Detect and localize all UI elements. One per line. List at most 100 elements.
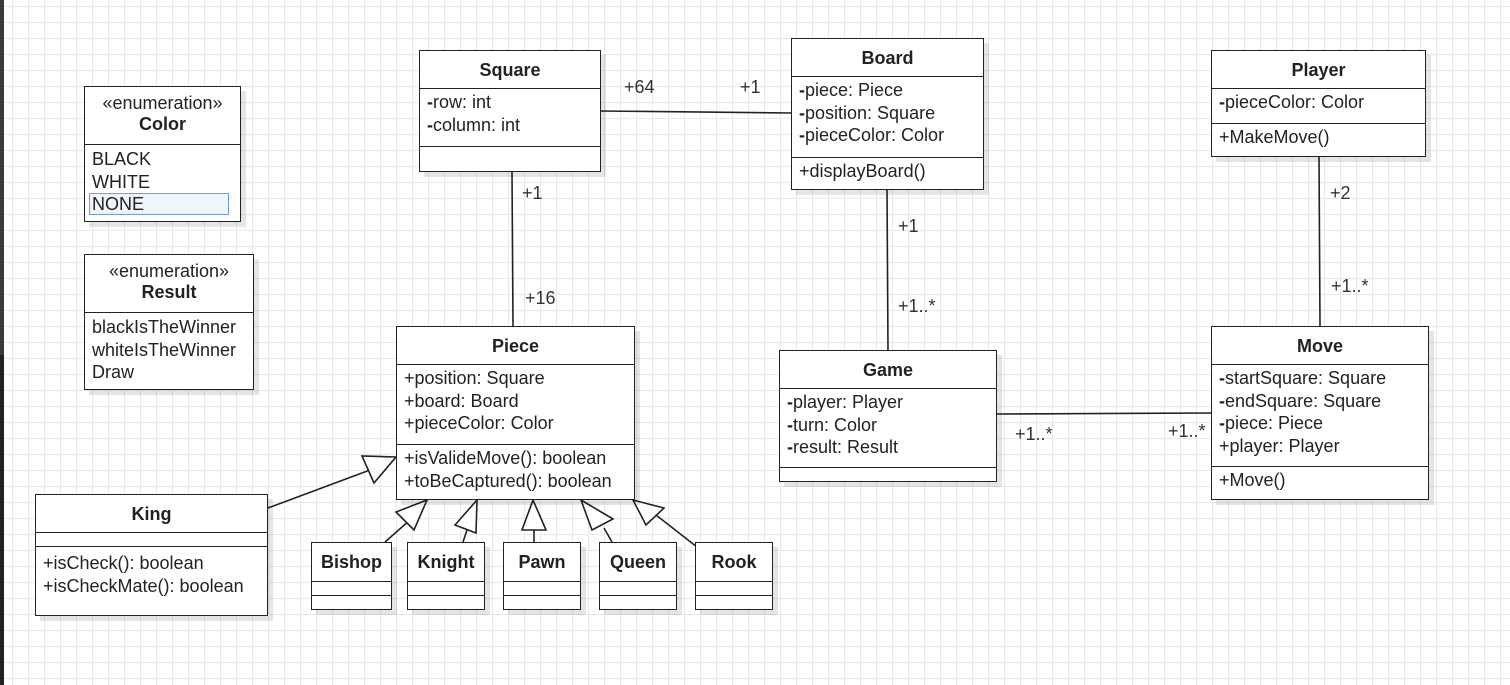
operation-row[interactable]: +MakeMove()	[1219, 127, 1330, 147]
multiplicity-label[interactable]: +1	[740, 77, 761, 97]
attribute-row[interactable]: -pieceColor: Color	[1219, 92, 1365, 112]
enum-color[interactable]: «enumeration» Color BLACK WHITE NONE	[84, 86, 241, 222]
class-rook-attributes	[696, 582, 772, 596]
class-king-operations: +isCheck(): boolean +isCheckMate(): bool…	[36, 547, 267, 600]
class-pawn[interactable]: Pawn	[503, 542, 581, 610]
generalization-queen-piece[interactable]	[603, 527, 613, 543]
enum-result[interactable]: «enumeration» Result blackIsTheWinner wh…	[84, 254, 254, 390]
multiplicity-label[interactable]: +1	[522, 183, 543, 203]
attribute-row[interactable]: -endSquare: Square	[1219, 390, 1382, 411]
class-game[interactable]: Game -player: Player -turn: Color -resul…	[779, 350, 997, 482]
class-knight-attributes	[408, 582, 484, 596]
class-piece[interactable]: Piece +position: Square +board: Board +p…	[396, 326, 635, 500]
class-piece-title: Piece	[491, 336, 540, 356]
multiplicity-label[interactable]: +64	[624, 77, 655, 97]
multiplicity-label[interactable]: +1..*	[898, 296, 936, 316]
generalization-knight-piece[interactable]	[462, 529, 468, 543]
class-player-operations: +MakeMove()	[1212, 124, 1425, 152]
attribute-row[interactable]: -pieceColor: Color	[799, 125, 945, 145]
multiplicity-label[interactable]: +1..*	[1015, 424, 1053, 444]
attribute-row[interactable]: -piece: Piece	[799, 80, 904, 100]
class-game-attributes: -player: Player -turn: Color -result: Re…	[780, 389, 996, 468]
class-rook-title: Rook	[711, 552, 757, 572]
class-board[interactable]: Board -piece: Piece -position: Square -p…	[791, 38, 984, 190]
attribute-row[interactable]: +board: Board	[404, 390, 519, 411]
generalization-king-piece[interactable]	[267, 469, 371, 509]
association-square-board[interactable]	[600, 110, 792, 114]
class-king-title: King	[131, 504, 172, 524]
class-king-header: King	[36, 495, 267, 533]
class-bishop[interactable]: Bishop	[311, 542, 392, 610]
operation-row[interactable]: +isValideMove(): boolean	[404, 448, 607, 468]
enum-color-title: Color	[139, 114, 186, 134]
attribute-row[interactable]: +pieceColor: Color	[404, 413, 554, 433]
enum-color-header: «enumeration» Color	[85, 87, 240, 145]
enum-result-literals: blackIsTheWinner whiteIsTheWinner Draw	[85, 313, 253, 384]
class-queen-header: Queen	[600, 543, 676, 582]
class-game-title: Game	[862, 360, 914, 380]
multiplicity-label[interactable]: +2	[1330, 183, 1351, 203]
class-queen-title: Queen	[609, 552, 666, 572]
class-queen-attributes	[600, 582, 676, 596]
association-game-move[interactable]	[996, 412, 1212, 415]
enum-literal[interactable]: BLACK	[92, 149, 152, 169]
enum-literal[interactable]: whiteIsTheWinner	[92, 339, 237, 360]
class-bishop-attributes	[312, 582, 391, 596]
attribute-row[interactable]: +position: Square	[404, 368, 545, 388]
enum-result-stereotype: «enumeration»	[108, 261, 230, 281]
class-player[interactable]: Player -pieceColor: Color +MakeMove()	[1211, 50, 1426, 157]
association-board-game[interactable]	[886, 189, 889, 351]
operation-row[interactable]: +isCheck(): boolean	[43, 553, 204, 573]
generalization-rook-piece[interactable]	[655, 514, 698, 548]
enum-literal[interactable]: WHITE	[92, 171, 150, 192]
attribute-row[interactable]: -turn: Color	[787, 414, 878, 435]
operation-row[interactable]: +Move()	[1219, 470, 1286, 490]
class-queen[interactable]: Queen	[599, 542, 677, 610]
enum-literal[interactable]: blackIsTheWinner	[92, 317, 237, 337]
generalization-arrowhead-rook	[631, 498, 666, 527]
multiplicity-label[interactable]: +1	[898, 216, 919, 236]
class-knight-header: Knight	[408, 543, 484, 582]
attribute-row[interactable]: -startSquare: Square	[1219, 368, 1387, 388]
class-square-header: Square	[420, 51, 600, 89]
operation-row[interactable]: +displayBoard()	[799, 161, 926, 181]
class-player-title: Player	[1291, 60, 1346, 80]
class-knight[interactable]: Knight	[407, 542, 485, 610]
multiplicity-label[interactable]: +1..*	[1168, 421, 1206, 441]
class-square[interactable]: Square -row: int -column: int	[419, 50, 601, 172]
canvas-left-edge-lower	[0, 355, 4, 685]
attribute-row[interactable]: -position: Square	[799, 102, 936, 123]
association-square-piece[interactable]	[511, 171, 514, 327]
class-square-attributes: -row: int -column: int	[420, 89, 600, 147]
enum-result-title: Result	[141, 282, 197, 302]
operation-row[interactable]: +isCheckMate(): boolean	[43, 575, 244, 596]
class-move-header: Move	[1212, 327, 1428, 365]
class-bishop-header: Bishop	[312, 543, 391, 582]
enum-literal[interactable]: Draw	[92, 362, 135, 382]
class-rook[interactable]: Rook	[695, 542, 773, 610]
association-player-move[interactable]	[1318, 156, 1321, 327]
enum-literal-selected[interactable]: NONE	[89, 193, 229, 215]
enum-color-literals: BLACK WHITE NONE	[85, 145, 240, 215]
generalization-bishop-piece[interactable]	[384, 519, 411, 543]
class-piece-operations: +isValideMove(): boolean +toBeCaptured()…	[397, 445, 634, 495]
class-king-attributes	[36, 533, 267, 547]
attribute-row[interactable]: -row: int	[427, 92, 492, 112]
attribute-row[interactable]: -result: Result	[787, 437, 899, 457]
class-board-header: Board	[792, 39, 983, 77]
class-move-operations: +Move()	[1212, 467, 1428, 495]
class-move[interactable]: Move -startSquare: Square -endSquare: Sq…	[1211, 326, 1429, 500]
class-bishop-title: Bishop	[321, 552, 382, 572]
multiplicity-label[interactable]: +1..*	[1331, 276, 1369, 296]
class-player-header: Player	[1212, 51, 1425, 89]
generalization-arrowhead-bishop	[394, 498, 429, 532]
attribute-row[interactable]: -column: int	[427, 114, 521, 135]
attribute-row[interactable]: -player: Player	[787, 392, 904, 412]
class-game-operations	[780, 468, 996, 481]
attribute-row[interactable]: +player: Player	[1219, 435, 1340, 456]
multiplicity-label[interactable]: +16	[525, 288, 556, 308]
attribute-row[interactable]: -piece: Piece	[1219, 413, 1324, 433]
operation-row[interactable]: +toBeCaptured(): boolean	[404, 470, 612, 491]
class-king[interactable]: King +isCheck(): boolean +isCheckMate():…	[35, 494, 268, 616]
